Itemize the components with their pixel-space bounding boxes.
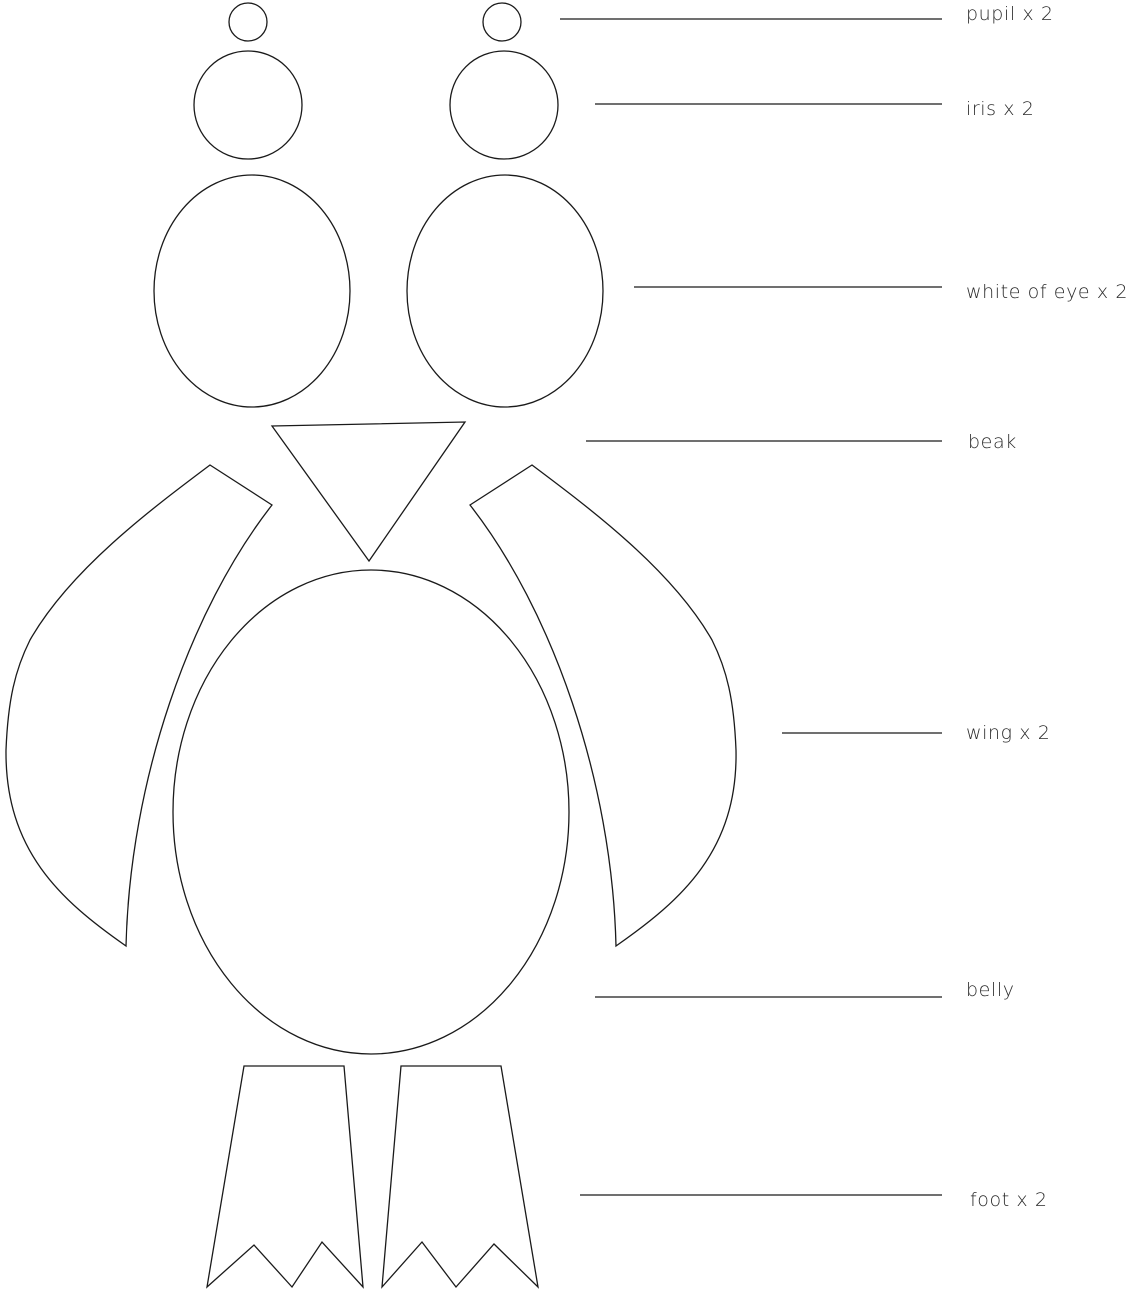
beak-shape (272, 422, 465, 561)
white-of-eye-right (407, 175, 603, 407)
foot-right (382, 1066, 538, 1287)
iris-label: iris x 2 (966, 100, 1034, 119)
foot-label: foot x 2 (970, 1191, 1048, 1210)
iris-right (450, 51, 558, 159)
white-of-eye-left (154, 175, 350, 407)
belly-label: belly (966, 981, 1015, 1000)
beak-label: beak (968, 433, 1017, 452)
pupil-left (229, 3, 267, 41)
foot-left (207, 1066, 363, 1287)
wing-label: wing x 2 (966, 724, 1050, 743)
white-of-eye-label: white of eye x 2 (966, 283, 1128, 302)
belly-shape (173, 570, 569, 1054)
iris-left (194, 51, 302, 159)
pupil-right (483, 3, 521, 41)
pupil-label: pupil x 2 (966, 5, 1054, 24)
